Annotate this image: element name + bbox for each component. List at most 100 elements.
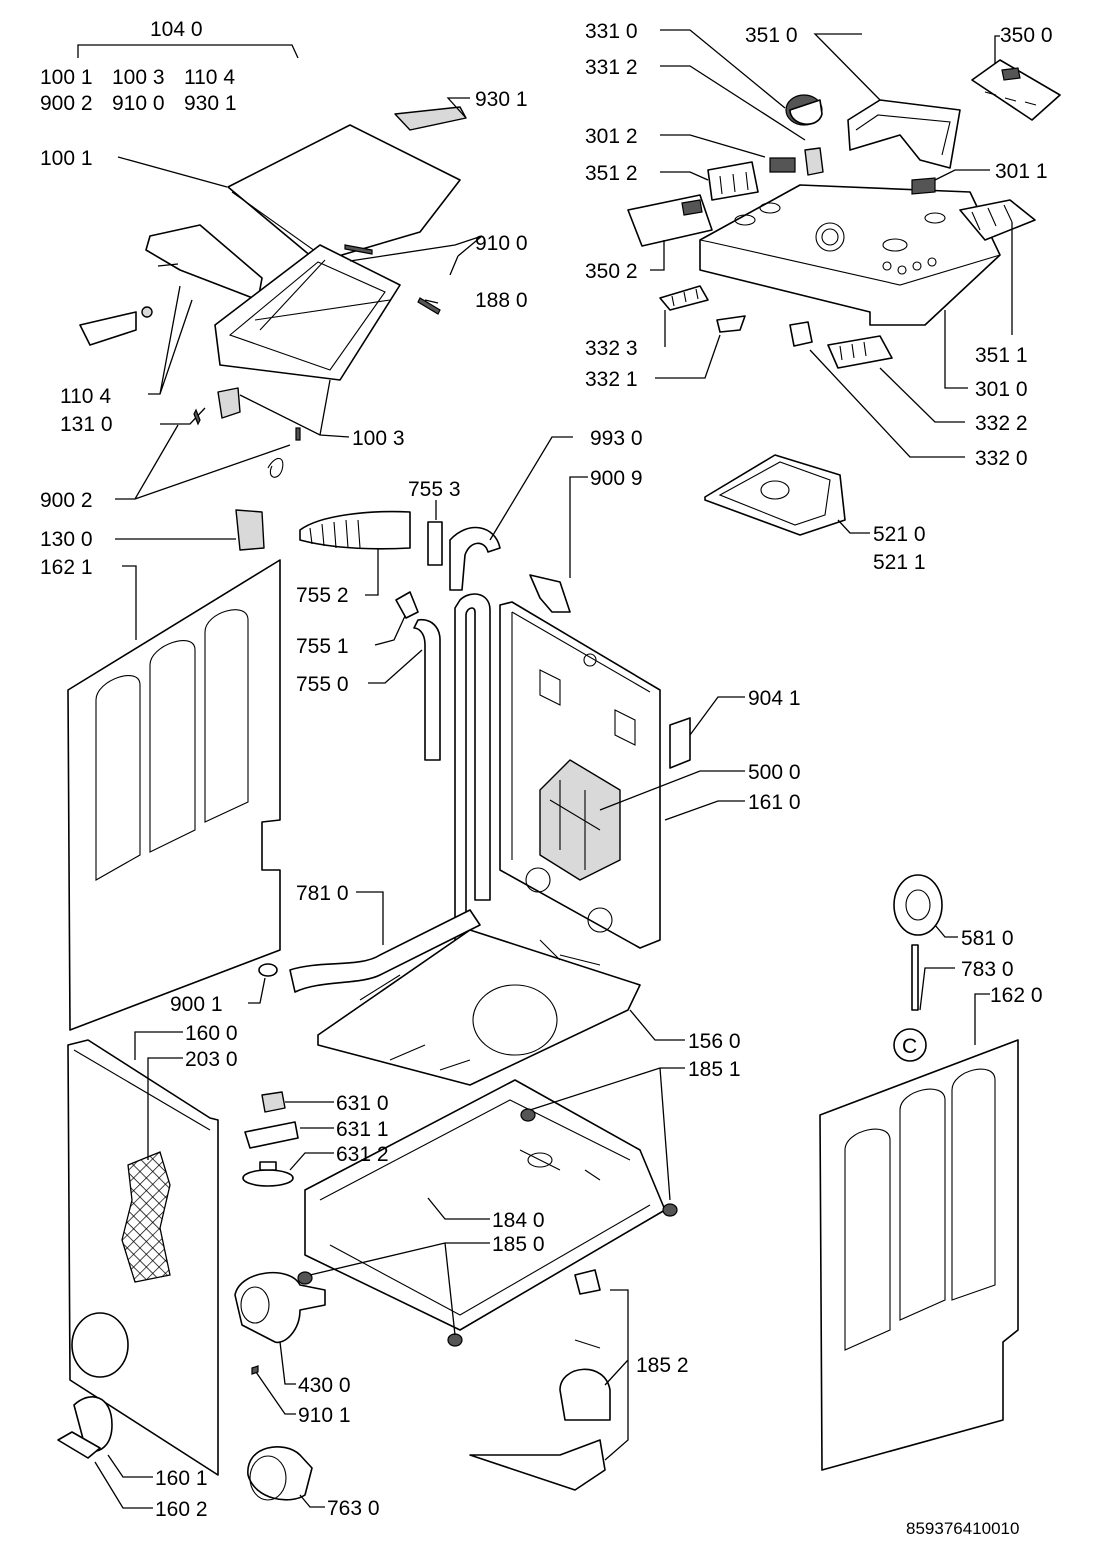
label-631-0: 631 0: [336, 1092, 389, 1115]
label-130-0: 130 0: [40, 528, 93, 551]
hose-connector-part: [395, 591, 419, 619]
button-332-1-part: [716, 315, 746, 333]
label-100-3: 100 3: [352, 427, 405, 450]
label-185-1: 185 1: [688, 1058, 741, 1081]
hinge-part: [217, 387, 241, 419]
label-763-0: 763 0: [327, 1497, 380, 1520]
label-930-1: 930 1: [475, 88, 528, 111]
label-900-2: 900 2: [40, 489, 93, 512]
label-160-0: 160 0: [185, 1022, 238, 1045]
label-332-3: 332 3: [585, 337, 638, 360]
label-301-1: 301 1: [995, 160, 1048, 183]
counterweight-disc-part: [893, 874, 943, 936]
valve-755-3-part: [427, 521, 443, 566]
program-dial-part: [815, 222, 845, 252]
label-631-2: 631 2: [336, 1143, 389, 1166]
label-group2-b: 910 0: [112, 92, 165, 115]
label-100-1: 100 1: [40, 147, 93, 170]
label-521-1: 521 1: [873, 551, 926, 574]
document-code: 859376410010: [906, 1519, 1019, 1538]
label-631-1: 631 1: [336, 1118, 389, 1141]
label-184-0: 184 0: [492, 1209, 545, 1232]
foot-185-1b-part: [662, 1203, 678, 1217]
lid-group: [77, 44, 483, 500]
rod-783-part: [911, 944, 919, 1011]
label-185-0: 185 0: [492, 1233, 545, 1256]
frame-group: [242, 1067, 685, 1347]
side-panel-162-0-part: [819, 1039, 1019, 1471]
absorber-cup-part: [559, 1368, 611, 1421]
mesh-filter-part: [121, 1151, 171, 1283]
foot-185-1a-part: [520, 1108, 536, 1122]
label-910-1: 910 1: [298, 1404, 351, 1427]
label-331-2: 331 2: [585, 56, 638, 79]
label-351-0: 351 0: [745, 24, 798, 47]
base-group: [248, 929, 685, 1086]
clip-130-part: [235, 509, 265, 551]
button-block-332-2-part: [827, 335, 893, 369]
label-162-1: 162 1: [40, 556, 93, 579]
label-160-2: 160 2: [155, 1498, 208, 1521]
label-351-1: 351 1: [975, 344, 1028, 367]
absorber-arm-part: [469, 1439, 606, 1491]
label-332-0: 332 0: [975, 447, 1028, 470]
label-781-0: 781 0: [296, 882, 349, 905]
label-910-0: 910 0: [475, 232, 528, 255]
label-350-0: 350 0: [1000, 24, 1053, 47]
label-900-9: 900 9: [590, 467, 643, 490]
label-755-2: 755 2: [296, 584, 349, 607]
pump-filter-part: [247, 1446, 313, 1501]
bracket-631-1-part: [244, 1121, 299, 1149]
base-tray-part: [317, 929, 641, 1086]
label-301-0: 301 0: [975, 378, 1028, 401]
holder-900-9-part: [529, 574, 571, 613]
keypad-351-1-part: [959, 199, 1036, 241]
label-500-0: 500 0: [748, 761, 801, 784]
knob-shaft-part: [804, 147, 824, 176]
label-331-0: 331 0: [585, 20, 638, 43]
foot-185-0a-part: [297, 1271, 313, 1285]
button-301-2-part: [769, 157, 796, 173]
label-203-0: 203 0: [185, 1048, 238, 1071]
button-332-0-part: [789, 321, 813, 347]
button-301-1-part: [911, 177, 936, 195]
label-581-0: 581 0: [961, 927, 1014, 950]
drain-pipe-781-part: [289, 909, 481, 993]
rear-panel-group: [499, 476, 745, 949]
left-side-panel: [67, 509, 281, 1031]
label-185-2: 185 2: [636, 1354, 689, 1377]
pump-group: [234, 1271, 326, 1508]
drain-hose-755-part: [413, 618, 441, 761]
label-188-0: 188 0: [475, 289, 528, 312]
hose-guide-part: [449, 526, 501, 591]
handle-part: [79, 311, 137, 346]
label-156-0: 156 0: [688, 1030, 741, 1053]
bellows-hose-part: [299, 510, 411, 550]
label-131-0: 131 0: [60, 413, 113, 436]
label-group1-b: 100 3: [112, 66, 165, 89]
label-332-2: 332 2: [975, 412, 1028, 435]
label-430-0: 430 0: [298, 1374, 351, 1397]
front-panel-group: [57, 1031, 219, 1509]
dispenser-group: [704, 454, 870, 536]
label-783-0: 783 0: [961, 958, 1014, 981]
absorber-clip-part: [574, 1269, 601, 1295]
label-110-4: 110 4: [60, 385, 111, 408]
hatch-hinge-160-2-part: [57, 1431, 101, 1459]
control-panel-part: [699, 184, 1001, 326]
label-351-2: 351 2: [585, 162, 638, 185]
dispenser-part: [704, 454, 846, 536]
button-block-332-3-part: [659, 285, 709, 311]
cap-631-2-part: [242, 1169, 294, 1187]
label-104-0: 104 0: [150, 18, 203, 41]
label-301-2: 301 2: [585, 125, 638, 148]
label-350-2: 350 2: [585, 260, 638, 283]
housing-351-0-part: [847, 99, 961, 169]
label-160-1: 160 1: [155, 1467, 208, 1490]
lid-strip-part: [394, 106, 467, 131]
side-panel-part: [67, 559, 281, 1031]
label-904-1: 904 1: [748, 687, 801, 710]
right-side-group: [819, 874, 1019, 1471]
inlet-hose-part: [454, 593, 491, 1011]
